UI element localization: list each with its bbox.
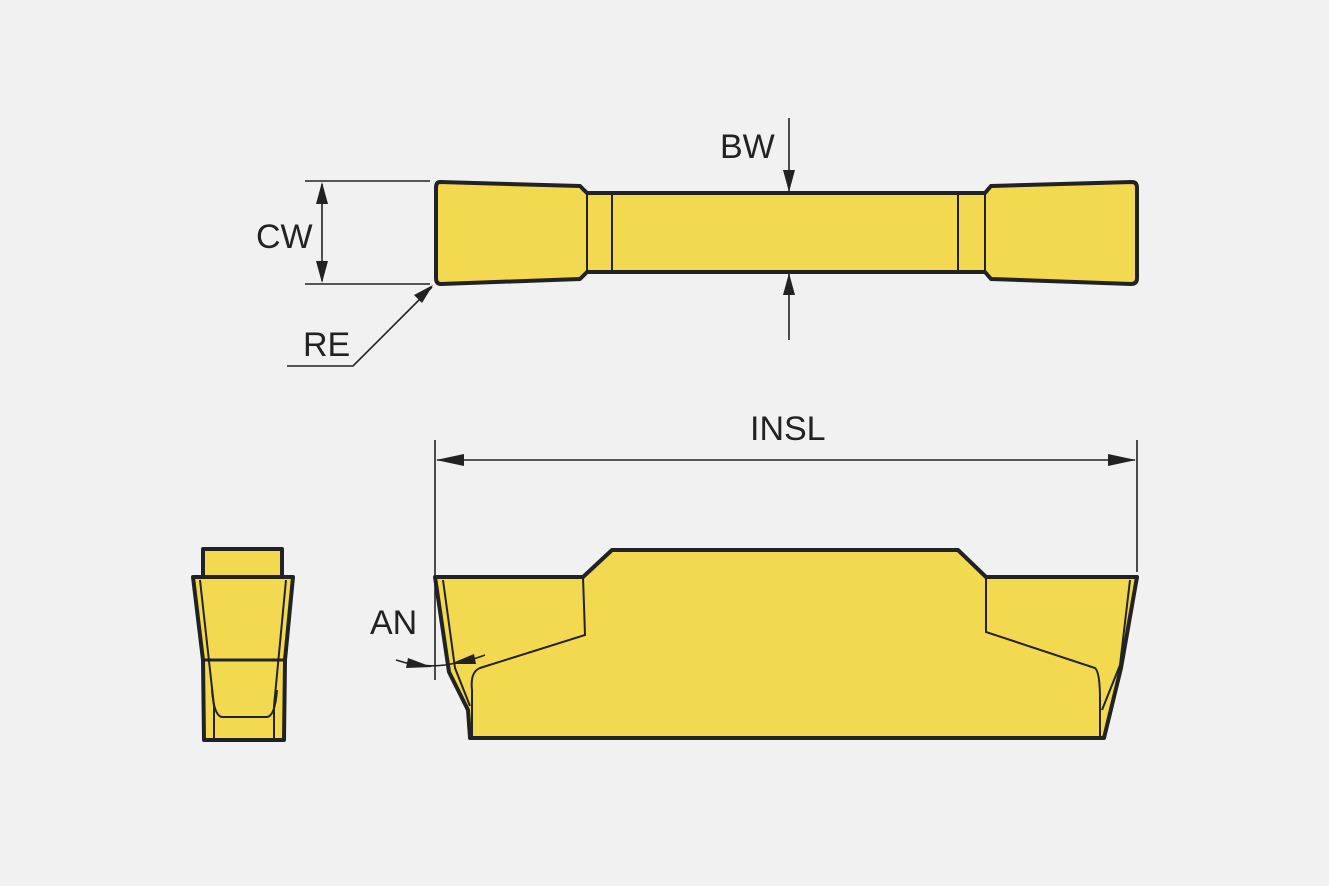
re-label: RE bbox=[303, 326, 350, 364]
bw-label: BW bbox=[720, 128, 775, 166]
side-view bbox=[433, 548, 1139, 740]
insl-dimension: INSL bbox=[434, 410, 1138, 680]
end-view bbox=[191, 547, 295, 742]
an-dimension: AN bbox=[370, 604, 486, 668]
bw-dimension: BW bbox=[720, 118, 795, 340]
cw-dimension: CW bbox=[256, 180, 430, 285]
top-view bbox=[434, 180, 1139, 286]
insl-label: INSL bbox=[750, 410, 826, 448]
an-label: AN bbox=[370, 604, 417, 642]
re-dimension: RE bbox=[287, 285, 433, 367]
cw-label: CW bbox=[256, 218, 313, 256]
